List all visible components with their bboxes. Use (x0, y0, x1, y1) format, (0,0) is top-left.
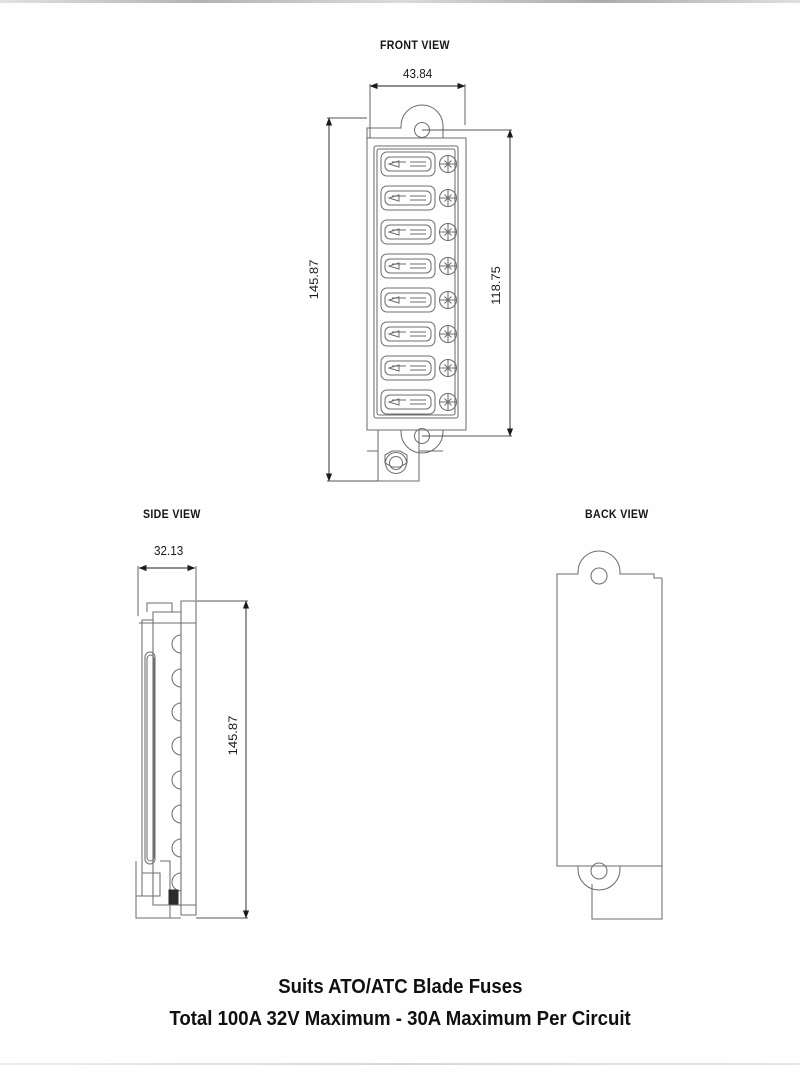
caption-line-1-text: Suits ATO/ATC Blade Fuses (277, 976, 523, 998)
back-view-label: BACK VIEW (585, 507, 649, 521)
side-view-label: SIDE VIEW (143, 507, 201, 521)
caption-line-2: Total 100A 32V Maximum - 30A Maximum Per… (0, 1008, 800, 1031)
scan-edge-bottom (0, 1063, 800, 1065)
side-depth-dimension-text: 32.13 (154, 543, 184, 558)
side-terminal-block (168, 889, 179, 905)
scan-edge-top (0, 0, 800, 3)
caption-line-2-text: Total 100A 32V Maximum - 30A Maximum Per… (169, 1008, 631, 1030)
caption-line-1: Suits ATO/ATC Blade Fuses (0, 976, 800, 999)
front-view-label: FRONT VIEW (380, 38, 450, 52)
front-width-dimension-text: 43.84 (403, 66, 433, 81)
